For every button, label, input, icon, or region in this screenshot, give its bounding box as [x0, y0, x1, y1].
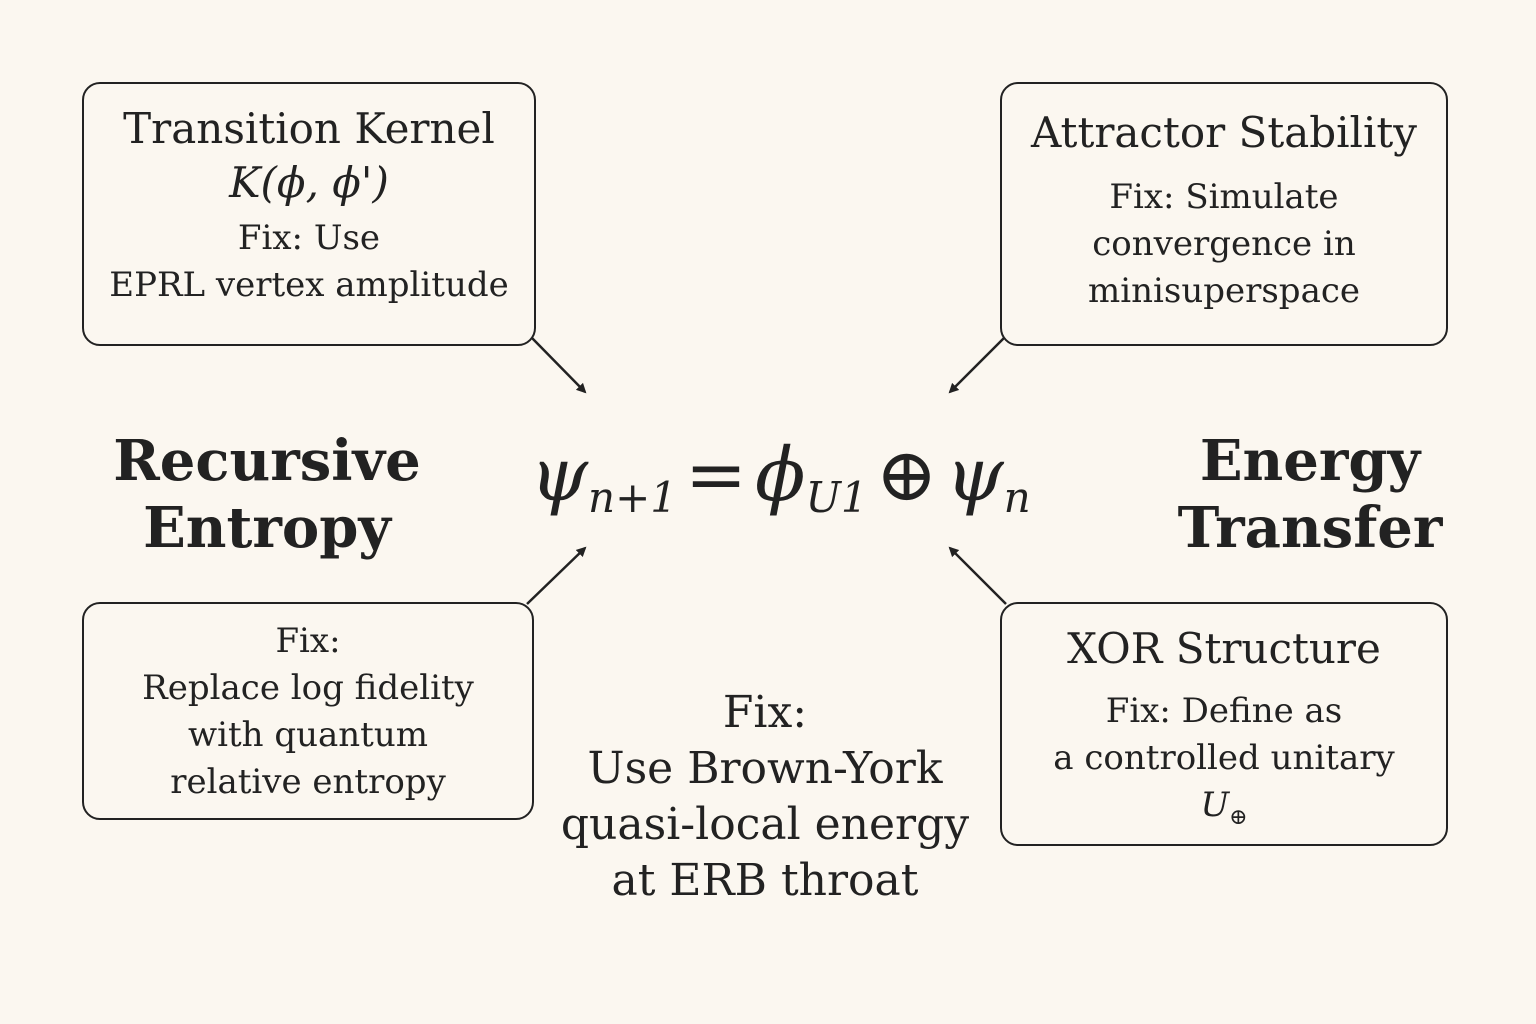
recursive-entropy-label: Recursive Entropy: [112, 428, 422, 562]
arrow-transition-kernel: [531, 337, 587, 394]
transition-kernel-formula: K(ϕ, ϕ'): [229, 158, 389, 208]
transition-kernel-box: Transition Kernel K(ϕ, ϕ') Fix: Use EPRL…: [82, 82, 536, 346]
energy-transfer-label-line-1: Energy: [1199, 428, 1421, 494]
recursive-entropy-fix-line-4: relative entropy: [170, 761, 446, 802]
energy-transfer-label: Energy Transfer: [1160, 428, 1460, 562]
central-equation: ψn+1=ϕU1⊕ψn: [530, 430, 1031, 522]
energy-transfer-label-line-2: Transfer: [1177, 495, 1443, 562]
equation-equals: =: [685, 432, 748, 518]
equation-phi: ϕ: [755, 432, 806, 518]
arrow-xor-structure: [948, 546, 1007, 605]
equation-psi-n-subscript: n: [1003, 473, 1031, 522]
xor-structure-fix-line-2: a controlled unitary: [1053, 738, 1395, 779]
energy-transfer-fix-line-4: at ERB throat: [611, 854, 919, 906]
arrow-attractor-stability: [948, 337, 1005, 394]
equation-phi-subscript: U1: [805, 473, 868, 522]
xor-structure-unitary: U⊕: [1002, 782, 1446, 833]
attractor-stability-box: Attractor Stability Fix: Simulate conver…: [1000, 82, 1448, 346]
equation-psi-next-subscript: n+1: [588, 473, 677, 522]
equation-psi-next: ψ: [530, 432, 589, 518]
attractor-stability-fix-line-1: Fix: Simulate: [1109, 177, 1339, 218]
attractor-stability-fix-line-3: minisuperspace: [1087, 271, 1361, 312]
energy-transfer-fix-line-1: Fix:: [722, 687, 808, 738]
transition-kernel-title: Transition Kernel: [123, 104, 495, 153]
recursive-entropy-fix-line-3: with quantum: [188, 714, 428, 755]
recursive-entropy-fix-box: Fix: Replace log fidelity with quantum r…: [82, 602, 534, 820]
transition-kernel-fix-line-2: EPRL vertex amplitude: [109, 264, 509, 305]
xor-structure-unitary-subscript: ⊕: [1229, 805, 1248, 830]
equation-xor-operator: ⊕: [875, 432, 938, 518]
xor-structure-box: XOR Structure Fix: Define as a controlle…: [1000, 602, 1448, 846]
equation-psi-n: ψ: [945, 432, 1004, 518]
energy-transfer-fix-text: Fix: Use Brown-York quasi-local energy a…: [540, 685, 990, 909]
transition-kernel-fix-line-1: Fix: Use: [237, 217, 381, 258]
energy-transfer-fix-line-2: Use Brown-York: [587, 742, 943, 794]
xor-structure-unitary-symbol: U: [1200, 785, 1230, 826]
recursive-entropy-label-line-1: Recursive: [113, 428, 421, 494]
arrow-recursive-entropy: [526, 546, 587, 605]
attractor-stability-title: Attractor Stability: [1030, 108, 1418, 157]
recursive-entropy-fix-line-2: Replace log fidelity: [142, 667, 474, 708]
xor-structure-title: XOR Structure: [1067, 624, 1381, 673]
recursive-entropy-fix-line-1: Fix:: [275, 621, 341, 661]
recursive-entropy-label-line-2: Entropy: [143, 495, 391, 562]
energy-transfer-fix-line-3: quasi-local energy: [560, 798, 970, 850]
xor-structure-fix-line-1: Fix: Define as: [1105, 691, 1343, 732]
attractor-stability-fix-line-2: convergence in: [1092, 224, 1356, 265]
